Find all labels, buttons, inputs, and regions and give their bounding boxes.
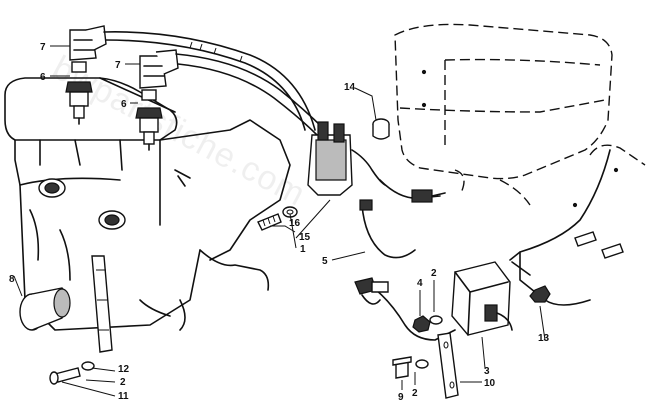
coil-screw (257, 213, 282, 231)
strap-washer (81, 361, 95, 371)
callout-15: 15 (299, 232, 311, 243)
callout-8: 8 (9, 274, 15, 285)
mounting-bracket (509, 144, 646, 306)
callout-4: 4 (417, 278, 423, 289)
callout-13: 13 (538, 333, 550, 344)
callout-10: 10 (484, 378, 496, 389)
watermark-text: bwpartsfiche.com (46, 49, 312, 214)
callout-7-right: 7 (115, 60, 121, 71)
spark-plug-right (135, 89, 163, 151)
callout-3: 3 (484, 366, 490, 377)
wire-harness (359, 179, 446, 259)
cdi-box (451, 261, 513, 336)
strap-screw (49, 367, 81, 385)
callout-7-left: 7 (40, 42, 46, 53)
callout-2-upper: 2 (431, 268, 437, 279)
callout-labels: 7 6 7 6 14 16 15 1 5 8 12 2 11 4 2 3 13 … (9, 42, 550, 403)
cdi-wiring (354, 277, 456, 341)
spacer (372, 118, 390, 140)
ground-strap (91, 255, 113, 353)
callout-1: 1 (300, 244, 306, 255)
coil-washer (282, 206, 298, 218)
spark-plug-cap-left (69, 25, 107, 61)
callout-5: 5 (322, 256, 328, 267)
callout-16: 16 (289, 218, 301, 229)
callout-6-right: 6 (121, 99, 127, 110)
spark-plug-left (65, 61, 93, 125)
callout-11: 11 (118, 391, 129, 402)
cdi-washer-lower (415, 359, 429, 369)
callout-6-left: 6 (40, 72, 46, 83)
callout-14: 14 (344, 82, 356, 93)
callout-2-left: 2 (120, 377, 126, 388)
cdi-washer-upper (429, 315, 443, 325)
callout-12: 12 (118, 364, 130, 375)
lock-nut (529, 285, 551, 303)
bracket-bolt-upper (574, 231, 597, 247)
leader-lines (13, 45, 546, 397)
rubber-boot (19, 287, 71, 331)
callout-2-lower: 2 (412, 388, 418, 399)
ignition-coil (307, 121, 386, 196)
air-silencer-box (394, 23, 613, 206)
bracket-bolt-lower (601, 243, 624, 259)
spark-plug-wires (103, 31, 326, 136)
spark-plug-cap-right (139, 49, 179, 89)
cdi-strap (437, 332, 459, 399)
engine-block (4, 77, 291, 331)
callout-9: 9 (398, 392, 404, 403)
cdi-screw (392, 356, 412, 379)
cdi-nut (412, 315, 431, 333)
